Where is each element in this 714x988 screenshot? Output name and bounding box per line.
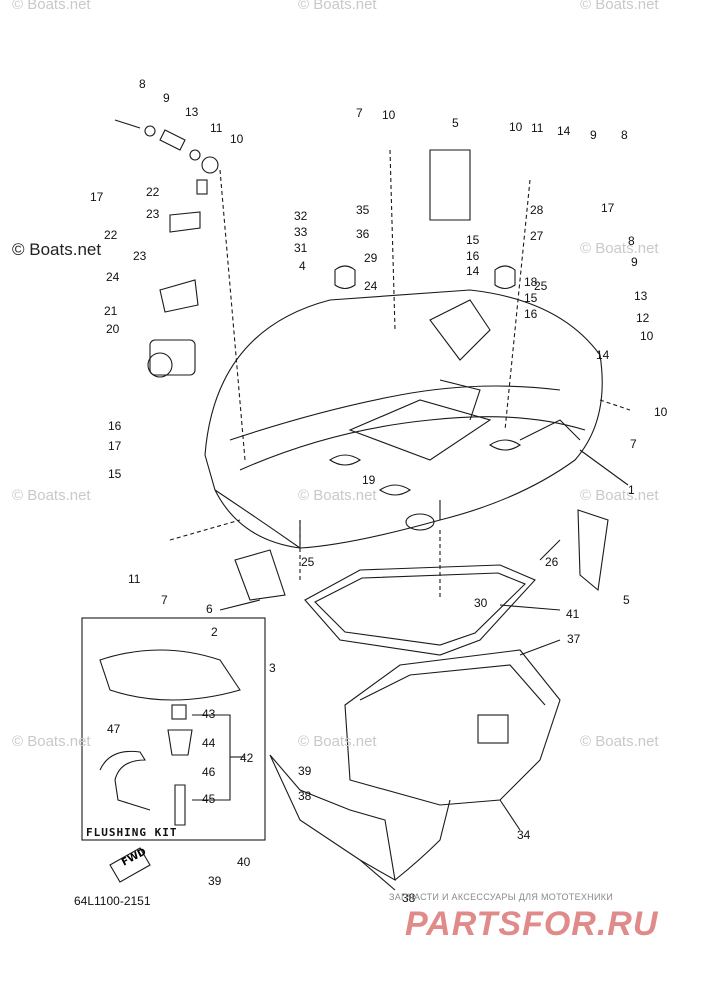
part-callout[interactable]: 4 — [299, 259, 306, 273]
part-callout[interactable]: 44 — [202, 736, 216, 750]
part-callout[interactable]: 14 — [557, 124, 571, 138]
part-code: 64L1100-2151 — [74, 894, 151, 908]
part-callout[interactable]: 36 — [356, 227, 370, 241]
part-callout[interactable]: 38 — [402, 891, 416, 905]
part-callout[interactable]: 46 — [202, 765, 216, 779]
part-callout[interactable]: 15 — [108, 467, 122, 481]
part-callout[interactable]: 16 — [524, 307, 538, 321]
watermark: © Boats.net — [12, 0, 91, 13]
part-callout[interactable]: 3 — [269, 661, 276, 675]
watermark: © Boats.net — [12, 733, 91, 750]
part-callout[interactable]: 11 — [531, 121, 544, 135]
part-callout[interactable]: 13 — [185, 105, 199, 119]
brand-tagline: ЗАПЧАСТИ И АКСЕССУАРЫ ДЛЯ МОТОТЕХНИКИ — [389, 892, 614, 902]
part-callout[interactable]: 14 — [596, 348, 610, 362]
part-callout[interactable]: 40 — [237, 855, 251, 869]
part-callout[interactable]: 19 — [362, 473, 376, 487]
part-callout[interactable]: 45 — [202, 792, 216, 806]
brand-logo[interactable]: PARTSFOR.RU — [405, 905, 659, 943]
part-callout[interactable]: 11 — [128, 572, 141, 586]
part-callout[interactable]: 10 — [654, 405, 668, 419]
watermark: © Boats.net — [12, 487, 91, 504]
part-callout[interactable]: 21 — [104, 304, 118, 318]
part-callout[interactable]: 5 — [452, 116, 459, 130]
watermark: © Boats.net — [580, 733, 659, 750]
watermark: © Boats.net — [298, 487, 377, 504]
rubber-seal-gasket — [304, 564, 536, 656]
part-callout[interactable]: 8 — [628, 234, 635, 248]
part-callout[interactable]: 39 — [298, 764, 312, 778]
side-panel — [269, 754, 396, 882]
part-callout[interactable]: 9 — [631, 255, 638, 269]
part-callout[interactable]: 8 — [139, 77, 146, 91]
part-callout[interactable]: 17 — [108, 439, 122, 453]
part-callout[interactable]: 35 — [356, 203, 370, 217]
part-callout[interactable]: 32 — [294, 209, 308, 223]
part-callout[interactable]: 13 — [634, 289, 648, 303]
part-callout[interactable]: 31 — [294, 241, 308, 255]
part-callout[interactable]: 43 — [202, 707, 216, 721]
part-callout[interactable]: 33 — [294, 225, 308, 239]
part-callout[interactable]: 11 — [210, 121, 223, 135]
part-callout[interactable]: 15 — [524, 291, 538, 305]
part-callout[interactable]: 26 — [545, 555, 559, 569]
part-callout[interactable]: 10 — [509, 120, 523, 134]
part-callout[interactable]: 7 — [630, 437, 637, 451]
part-callout[interactable]: 24 — [364, 279, 378, 293]
part-callout[interactable]: 1 — [628, 483, 635, 497]
part-callout[interactable]: 16 — [108, 419, 122, 433]
part-callout[interactable]: 16 — [466, 249, 480, 263]
part-callout[interactable]: 15 — [466, 233, 480, 247]
part-callout[interactable]: 22 — [104, 228, 118, 242]
part-callout[interactable]: 25 — [301, 555, 315, 569]
part-callout[interactable]: 20 — [106, 322, 120, 336]
part-callout[interactable]: 12 — [636, 311, 650, 325]
flushing-kit-label: FLUSHING KIT — [86, 826, 178, 839]
part-callout[interactable]: 47 — [107, 722, 121, 736]
part-callout[interactable]: 7 — [356, 106, 363, 120]
part-callout[interactable]: 24 — [106, 270, 120, 284]
lower-cover — [344, 649, 561, 806]
part-callout[interactable]: 2 — [211, 625, 218, 639]
part-callout[interactable]: 5 — [623, 593, 630, 607]
part-callout[interactable]: 8 — [621, 128, 628, 142]
part-callout[interactable]: 28 — [530, 203, 544, 217]
part-callout[interactable]: 27 — [530, 229, 544, 243]
part-callout[interactable]: 34 — [517, 828, 531, 842]
part-callout[interactable]: 9 — [590, 128, 597, 142]
watermark: © Boats.net — [12, 240, 102, 259]
part-callout[interactable]: 39 — [208, 874, 222, 888]
part-callout[interactable]: 23 — [133, 249, 147, 263]
part-callout[interactable]: 10 — [230, 132, 244, 146]
part-callout[interactable]: 42 — [240, 751, 254, 765]
watermark: © Boats.net — [580, 487, 659, 504]
part-callout[interactable]: 10 — [640, 329, 654, 343]
part-callout[interactable]: 25 — [534, 279, 548, 293]
part-callout[interactable]: 7 — [161, 593, 168, 607]
part-callout[interactable]: 17 — [601, 201, 615, 215]
part-callout[interactable]: 9 — [163, 91, 170, 105]
watermark: © Boats.net — [580, 0, 659, 13]
part-callout[interactable]: 18 — [524, 275, 538, 289]
part-callout[interactable]: 17 — [90, 190, 104, 204]
part-callout[interactable]: 22 — [146, 185, 160, 199]
part-callout[interactable]: 37 — [567, 632, 581, 646]
part-callout[interactable]: 10 — [382, 108, 396, 122]
part-callout[interactable]: 6 — [206, 602, 213, 616]
part-callout[interactable]: 14 — [466, 264, 480, 278]
part-callout[interactable]: 30 — [474, 596, 488, 610]
bottom-cowling-body — [204, 289, 603, 549]
part-callout[interactable]: 38 — [298, 789, 312, 803]
part-callout[interactable]: 41 — [566, 607, 580, 621]
part-callout[interactable]: 29 — [364, 251, 378, 265]
watermark: © Boats.net — [298, 0, 377, 13]
watermark: © Boats.net — [580, 240, 659, 257]
part-callout[interactable]: 23 — [146, 207, 160, 221]
watermark: © Boats.net — [298, 733, 377, 750]
